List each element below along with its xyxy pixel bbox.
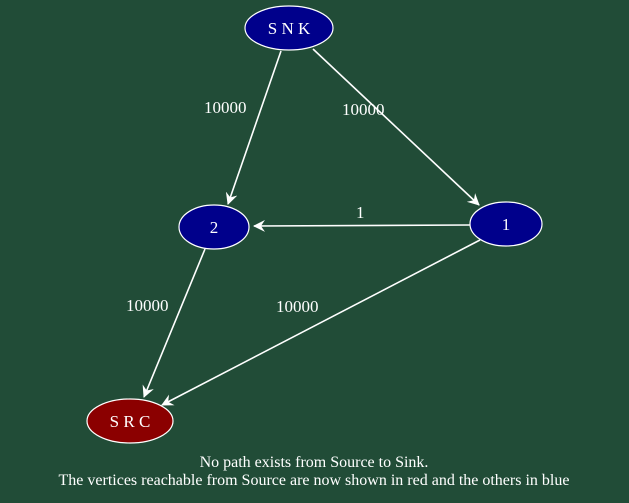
node-label-1: 1 (502, 215, 511, 234)
node-1: 1 (469, 201, 543, 247)
caption-line-2: The vertices reachable from Source are n… (59, 472, 570, 489)
node-src: S R C (86, 398, 174, 444)
edge-2-to-src: 10000 (126, 248, 206, 398)
node-label-2: 2 (210, 218, 219, 237)
edge-label-1-2: 1 (356, 203, 365, 222)
node-label-snk: S N K (268, 19, 311, 38)
node-label-src: S R C (110, 412, 151, 431)
edge-1-to-2: 1 (253, 203, 471, 232)
edge-snk-to-1: 10000 (312, 48, 480, 206)
node-snk: S N K (244, 5, 334, 51)
node-2: 2 (178, 204, 250, 250)
edge-snk-to-2: 10000 (204, 50, 282, 205)
edge-label-1-src: 10000 (276, 297, 319, 316)
edge-label-snk-2: 10000 (204, 98, 247, 117)
caption-line-1: No path exists from Source to Sink. (200, 454, 429, 471)
edge-label-snk-1: 10000 (342, 100, 385, 119)
edge-1-to-src: 10000 (161, 239, 481, 406)
edge-label-2-src: 10000 (126, 296, 169, 315)
